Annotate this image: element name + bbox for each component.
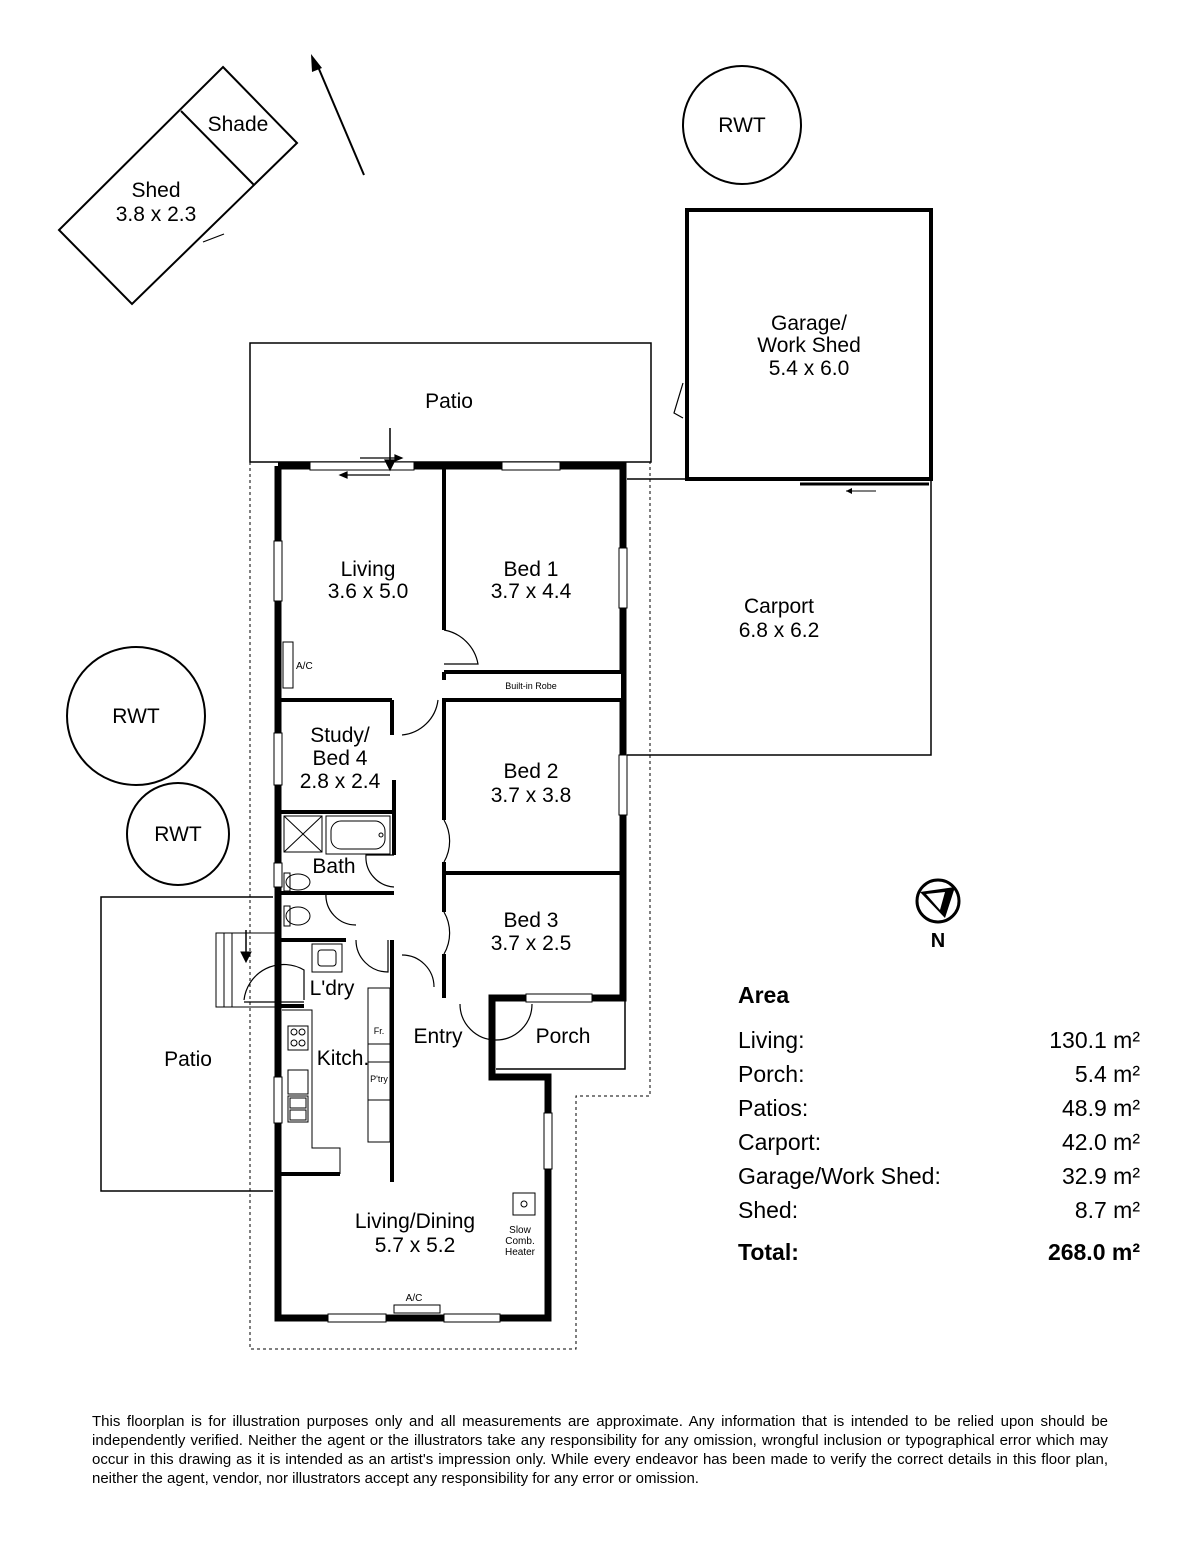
ac-living-label: A/C bbox=[296, 661, 313, 672]
area-row-label: Garage/Work Shed: bbox=[738, 1162, 941, 1189]
heater-icon bbox=[512, 1192, 536, 1216]
svg-text:Built-in Robe: Built-in Robe bbox=[505, 681, 557, 691]
garage-label-1: Garage/ bbox=[771, 312, 847, 335]
carport: Carport 6.8 x 6.2 bbox=[627, 478, 932, 756]
area-total-label: Total: bbox=[738, 1238, 799, 1265]
windows bbox=[273, 461, 628, 1323]
heater-label-2: Comb. bbox=[505, 1236, 534, 1247]
interior-walls bbox=[278, 466, 623, 1182]
area-row-shed: Shed: 8.7 m² bbox=[738, 1193, 1140, 1227]
ac-unit-living bbox=[282, 641, 294, 689]
garage: Garage/ Work Shed 5.4 x 6.0 bbox=[673, 208, 933, 494]
area-row-total: Total: 268.0 m² bbox=[738, 1235, 1140, 1269]
bed1-label: Bed 1 bbox=[504, 558, 559, 581]
kitchen-fixtures bbox=[282, 987, 391, 1174]
shed: Shade Shed 3.8 x 2.3 bbox=[57, 65, 299, 306]
area-row-patios: Patios: 48.9 m² bbox=[738, 1091, 1140, 1125]
living-label: Living bbox=[341, 558, 396, 581]
ac-unit-dining bbox=[393, 1304, 441, 1314]
area-row-value: 42.0 m² bbox=[1062, 1128, 1140, 1155]
bed1-dims: 3.7 x 4.4 bbox=[491, 580, 572, 603]
area-row-value: 5.4 m² bbox=[1074, 1060, 1140, 1087]
bed3-dims: 3.7 x 2.5 bbox=[491, 932, 572, 955]
garage-label-2: Work Shed bbox=[757, 334, 861, 357]
compass-icon: N bbox=[915, 878, 961, 952]
rwt-tank-2: RWT bbox=[66, 646, 206, 786]
area-row-garage: Garage/Work Shed: 32.9 m² bbox=[738, 1159, 1140, 1193]
area-row-value: 32.9 m² bbox=[1062, 1162, 1140, 1189]
area-row-label: Carport: bbox=[738, 1128, 822, 1155]
built-in-robe: Built-in Robe bbox=[446, 674, 621, 698]
compass-label: N bbox=[931, 930, 945, 952]
shade-label: Shade bbox=[208, 113, 269, 136]
area-row-label: Shed: bbox=[738, 1196, 799, 1223]
bath-label: Bath bbox=[312, 855, 355, 878]
svg-text:RWT: RWT bbox=[154, 823, 202, 846]
kitchen-label: Kitch. bbox=[317, 1047, 370, 1070]
svg-text:RWT: RWT bbox=[112, 705, 160, 728]
area-title: Area bbox=[738, 982, 790, 1008]
svg-text:RWT: RWT bbox=[718, 114, 766, 137]
heater-label-1: Slow bbox=[509, 1225, 531, 1236]
study-label-2: Bed 4 bbox=[313, 747, 368, 770]
area-total-value: 268.0 m² bbox=[1047, 1238, 1140, 1265]
shed-label: Shed bbox=[131, 179, 180, 202]
ac-dining-label: A/C bbox=[406, 1293, 423, 1304]
heater-label-3: Heater bbox=[505, 1247, 536, 1258]
area-row-label: Living: bbox=[738, 1026, 805, 1053]
rwt-tank-1: RWT bbox=[682, 65, 802, 185]
svg-text:6.8 x 6.2: 6.8 x 6.2 bbox=[739, 619, 820, 642]
study-dims: 2.8 x 2.4 bbox=[300, 770, 381, 793]
area-row-value: 130.1 m² bbox=[1049, 1026, 1140, 1053]
laundry-label: L'dry bbox=[310, 977, 355, 1000]
svg-text:Patio: Patio bbox=[425, 390, 473, 413]
living-dining-dims: 5.7 x 5.2 bbox=[375, 1234, 456, 1257]
patio-top: Patio bbox=[249, 342, 652, 463]
area-row-living: Living: 130.1 m² bbox=[738, 1023, 1140, 1057]
eaves-outline bbox=[249, 462, 651, 1350]
area-row-label: Patios: bbox=[738, 1094, 809, 1121]
entry-label: Entry bbox=[413, 1025, 463, 1048]
bath-fixtures bbox=[283, 815, 391, 973]
area-row-value: 8.7 m² bbox=[1074, 1196, 1140, 1223]
area-row-porch: Porch: 5.4 m² bbox=[738, 1057, 1140, 1091]
shed-dims: 3.8 x 2.3 bbox=[116, 203, 197, 226]
side-steps bbox=[215, 930, 277, 1008]
porch-label: Porch bbox=[536, 1025, 591, 1048]
bed3-label: Bed 3 bbox=[504, 909, 559, 932]
area-summary: Area Living: 130.1 m² Porch: 5.4 m² Pati… bbox=[738, 982, 1140, 1269]
living-dims: 3.6 x 5.0 bbox=[328, 580, 409, 603]
bed2-label: Bed 2 bbox=[504, 760, 559, 783]
door-swings bbox=[243, 629, 533, 1041]
pantry-label: P'try bbox=[370, 1074, 388, 1084]
area-row-label: Porch: bbox=[738, 1060, 805, 1087]
rwt-tank-3: RWT bbox=[126, 782, 230, 886]
disclaimer-text: This floorplan is for illustration purpo… bbox=[92, 1413, 1108, 1487]
patio-left: Patio bbox=[100, 896, 273, 1192]
floor-plan: Shade Shed 3.8 x 2.3 RWT RWT RWT Garage/… bbox=[57, 54, 961, 1350]
north-arrow-icon bbox=[311, 54, 365, 176]
sliding-door-icon bbox=[338, 428, 404, 479]
bed2-dims: 3.7 x 3.8 bbox=[491, 784, 572, 807]
area-row-carport: Carport: 42.0 m² bbox=[738, 1125, 1140, 1159]
living-dining-label: Living/Dining bbox=[355, 1210, 475, 1233]
svg-text:Carport: Carport bbox=[744, 595, 814, 618]
study-label-1: Study/ bbox=[310, 724, 370, 747]
area-row-value: 48.9 m² bbox=[1062, 1094, 1140, 1121]
svg-text:Patio: Patio bbox=[164, 1048, 212, 1071]
fridge-label: Fr. bbox=[374, 1026, 385, 1036]
garage-dims: 5.4 x 6.0 bbox=[769, 357, 850, 380]
